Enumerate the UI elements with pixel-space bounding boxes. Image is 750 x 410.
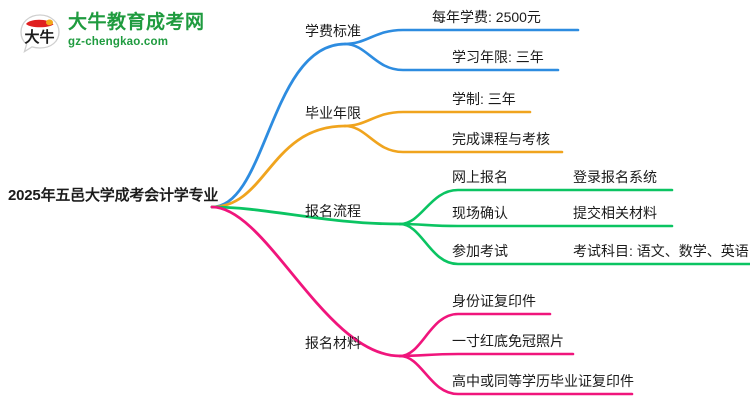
child-link-materials-0: [398, 312, 552, 358]
branch-label-tuition: 学费标准: [305, 23, 361, 39]
branch-label-graduation: 毕业年限: [305, 105, 361, 121]
child-link-tuition-0: [343, 28, 580, 46]
child-label-process-0: 网上报名: [452, 169, 508, 185]
child-label-tuition-1: 学习年限: 三年: [452, 49, 544, 65]
child-label-process-1: 现场确认: [452, 205, 508, 221]
branch-label-process: 报名流程: [305, 203, 361, 219]
grandchild-label-process-2: 考试科目: 语文、数学、英语: [573, 243, 749, 259]
logo-text: 大牛教育成考网 gz-chengkao.com: [68, 12, 205, 50]
branch-trunk-materials: [210, 205, 402, 358]
child-link-graduation-0: [343, 110, 532, 128]
child-link-process-0: [398, 188, 674, 226]
logo-mark-icon: 大牛: [20, 14, 60, 53]
child-label-tuition-0: 每年学费: 2500元: [432, 9, 541, 25]
child-label-materials-1: 一寸红底免冠照片: [452, 333, 564, 349]
branch-trunk-process: [210, 205, 402, 226]
branch-trunk-graduation: [210, 124, 347, 209]
child-link-process-2: [398, 222, 750, 266]
site-logo: 大牛 大牛教育成考网 gz-chengkao.com: [18, 10, 218, 58]
grandchild-label-process-0: 登录报名系统: [573, 169, 657, 185]
child-label-graduation-1: 完成课程与考核: [452, 131, 550, 147]
child-link-graduation-1: [343, 124, 564, 154]
branch-label-materials: 报名材料: [305, 335, 361, 351]
child-label-process-2: 参加考试: [452, 243, 508, 259]
child-link-tuition-1: [343, 42, 560, 72]
child-link-materials-2: [398, 354, 634, 396]
child-link-materials-1: [398, 352, 575, 358]
child-label-materials-0: 身份证复印件: [452, 293, 536, 309]
branch-trunk-tuition: [210, 42, 347, 209]
logo-title: 大牛教育成考网: [68, 12, 205, 33]
grandchild-label-process-1: 提交相关材料: [573, 205, 657, 221]
child-link-process-1: [398, 222, 674, 228]
root-node-label: 2025年五邑大学成考会计学专业: [8, 187, 219, 204]
svg-text:大牛: 大牛: [24, 28, 54, 46]
child-label-materials-2: 高中或同等学历毕业证复印件: [452, 373, 634, 389]
child-label-graduation-0: 学制: 三年: [452, 91, 516, 107]
logo-url: gz-chengkao.com: [68, 36, 169, 48]
